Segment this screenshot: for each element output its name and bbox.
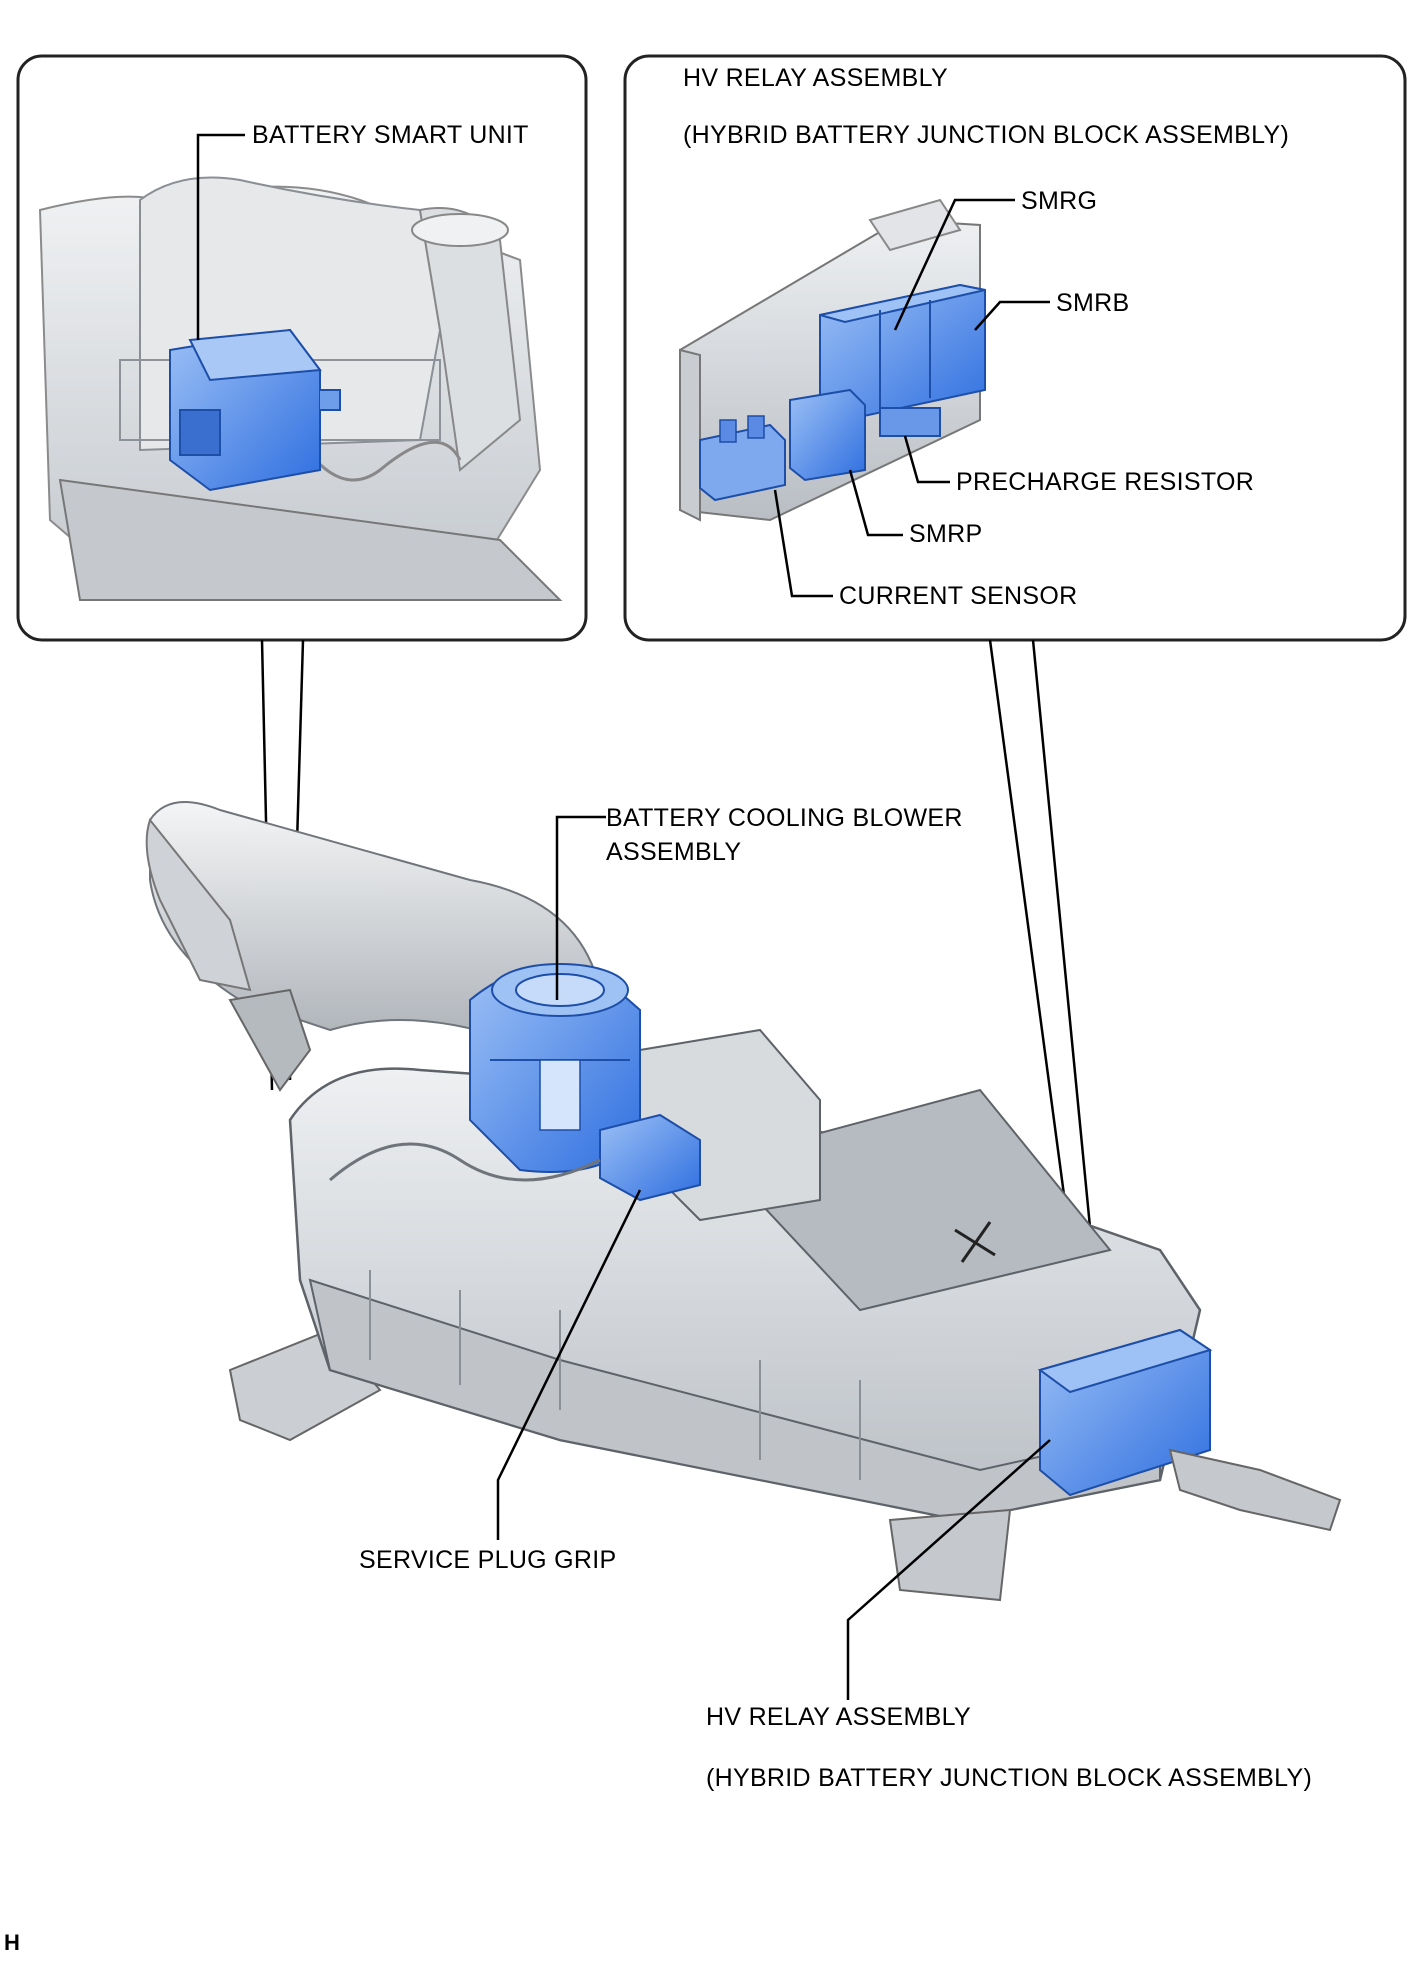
smrp-relay-part <box>789 388 866 482</box>
callout-line-right-2 <box>1031 639 1102 1331</box>
battery-cooling-blower-part <box>469 963 641 1173</box>
label-precharge-resistor: PRECHARGE RESISTOR <box>956 468 1255 496</box>
leader-battery-smart-unit <box>196 133 245 340</box>
label-hv-relay-bottom-line2: (HYBRID BATTERY JUNCTION BLOCK ASSEMBLY) <box>706 1764 1313 1792</box>
x-mark <box>954 1221 996 1263</box>
case-ribs <box>369 1270 861 1480</box>
label-hv-relay-top-line2: (HYBRID BATTERY JUNCTION BLOCK ASSEMBLY) <box>683 121 1290 149</box>
leader-hv-relay-bottom <box>846 1439 1051 1700</box>
precharge-resistor-part <box>879 407 941 437</box>
main-battery-assembly <box>145 801 1342 1700</box>
leader-service-plug-grip <box>496 1189 642 1540</box>
label-battery-smart-unit: BATTERY SMART UNIT <box>252 121 529 149</box>
label-smrb: SMRB <box>1056 289 1130 317</box>
leader-blower <box>555 815 606 1000</box>
leader-smrg <box>893 198 1015 331</box>
label-smrg: SMRG <box>1021 187 1098 215</box>
leader-smrp <box>848 469 903 537</box>
inset-hv-relay-assembly <box>623 54 1407 642</box>
current-sensor-part <box>699 423 786 502</box>
leader-smrb <box>974 300 1050 331</box>
label-service-plug-grip: SERVICE PLUG GRIP <box>359 1546 617 1574</box>
smr-relay-blocks <box>819 283 986 422</box>
battery-smart-unit-part <box>169 328 341 492</box>
label-blower-line2: ASSEMBLY <box>606 838 742 866</box>
label-current-sensor: CURRENT SENSOR <box>839 582 1078 610</box>
label-hv-relay-top-line1: HV RELAY ASSEMBLY <box>683 64 948 92</box>
corner-mark: H <box>4 1930 20 1955</box>
leader-precharge <box>903 435 950 484</box>
inset-battery-smart-unit <box>16 54 588 642</box>
leader-current-sensor <box>773 489 833 598</box>
label-blower-line1: BATTERY COOLING BLOWER <box>606 804 963 832</box>
label-hv-relay-bottom-line1: HV RELAY ASSEMBLY <box>706 1703 971 1731</box>
label-smrp: SMRP <box>909 520 983 548</box>
service-plug-grip-part <box>599 1113 701 1202</box>
